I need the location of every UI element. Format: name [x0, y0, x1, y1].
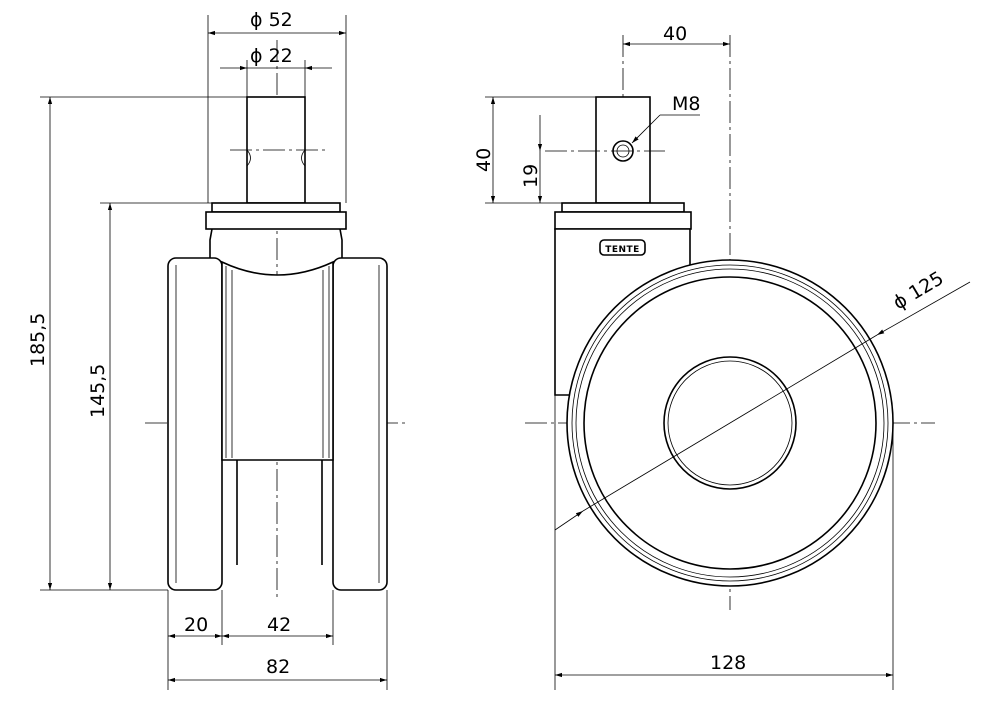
swivel-head: [205, 211, 347, 230]
dim-diameter-22: ϕ 22: [250, 45, 293, 67]
rim: [583, 276, 877, 570]
side-view: ϕ 52 ϕ 22 185,5 145,5 20 42 82: [27, 9, 405, 690]
dim-inner-width: 42: [267, 614, 291, 636]
dim-offset: 40: [663, 23, 687, 45]
dim-stem-height: 40: [473, 148, 495, 172]
tente-logo: TENTE: [599, 239, 646, 256]
dim-hole-height: 19: [520, 164, 542, 188]
legs: [236, 460, 323, 565]
front-view: TENTE 40 40 19 M8 ϕ 125 128: [473, 23, 971, 690]
dim-total-height: 185,5: [27, 313, 49, 367]
stem: [595, 96, 651, 204]
dim-wheel-diameter: ϕ 125: [889, 267, 947, 314]
hub: [663, 356, 797, 490]
dim-total-width: 82: [266, 656, 290, 678]
top-plate: [211, 202, 341, 213]
m8-leader: [631, 114, 661, 144]
swivel-head: [554, 211, 692, 230]
stem-groove: [246, 149, 306, 167]
brand-logo-text: TENTE: [605, 245, 640, 255]
fork: [209, 228, 343, 258]
dim-diameter-52: ϕ 52: [250, 9, 293, 31]
thread-label: M8: [672, 93, 700, 115]
dim-tire-width: 20: [184, 614, 208, 636]
diameter-leader: [876, 281, 971, 336]
dim-wheel-height: 145,5: [87, 364, 109, 418]
hub: [221, 260, 334, 461]
dim-overall-length: 128: [710, 652, 746, 674]
top-plate: [561, 202, 685, 213]
